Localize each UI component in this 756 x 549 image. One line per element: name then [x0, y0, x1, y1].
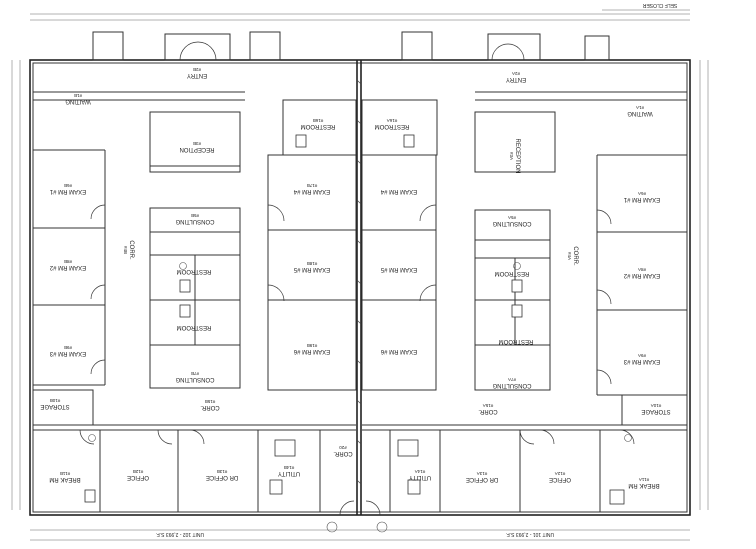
room-waiting-l: WAITING	[65, 98, 91, 104]
room-office-l: OFFICE	[127, 474, 149, 480]
unit-101-label: UNIT 101 - 2,993 S.F.	[506, 531, 554, 537]
room-restroom1-r: RESTROOM	[495, 270, 530, 276]
svg-text:#15B: #15B	[205, 399, 216, 404]
self-closer-note: SELF CLOSER	[642, 2, 677, 8]
room-consulting2-l: CONSULTING	[175, 376, 214, 382]
svg-text:#13B: #13B	[217, 469, 228, 474]
svg-text:#19B: #19B	[307, 343, 318, 348]
room-utility-l: UTILITY	[278, 470, 300, 476]
svg-text:#1B: #1B	[74, 93, 82, 98]
corridor2-r: CORR.	[478, 408, 498, 414]
svg-text:#5B: #5B	[191, 213, 199, 218]
svg-text:#2A: #2A	[512, 71, 520, 76]
svg-text:#16A: #16A	[387, 118, 398, 123]
room-reception-r: RECEPTION	[514, 138, 520, 173]
svg-text:#9A: #9A	[638, 353, 646, 358]
room-exam2-l: EXAM RM #2	[49, 264, 86, 270]
svg-text:#17B: #17B	[307, 183, 318, 188]
room-utility-r: UTILITY	[409, 474, 431, 480]
svg-text:#20: #20	[339, 445, 347, 450]
room-storage-l: STORAGE	[40, 403, 69, 409]
corridor-center: CORR.	[333, 450, 353, 456]
room-reception-l: RECEPTION	[179, 146, 214, 152]
room-exam3-r: EXAM RM #3	[623, 358, 660, 364]
room-exam6-r-mirror: EXAM RM #6	[380, 348, 417, 354]
room-droffice-r: DR OFFICE	[466, 476, 498, 482]
room-entry-r: ENTRY	[506, 76, 526, 82]
svg-text:#11B: #11B	[60, 471, 70, 476]
corridor1-l: CORR.	[128, 240, 134, 260]
svg-text:#5A: #5A	[508, 215, 516, 220]
svg-text:#10A: #10A	[651, 403, 662, 408]
room-storage-r: STORAGE	[641, 408, 670, 414]
room-restroom1-l: RESTROOM	[177, 268, 212, 274]
room-restroom2-r: RESTROOM	[499, 338, 534, 344]
svg-text:#4B: #4B	[123, 246, 128, 254]
svg-text:#13A: #13A	[477, 471, 488, 476]
room-exam5-r-mirror: EXAM RM #5	[380, 266, 417, 272]
svg-text:#12B: #12B	[133, 469, 144, 474]
right-unit-labels: WAITING #1A ENTRY #2A RECEPTION #3A EXAM…	[375, 71, 671, 488]
corridor1-r: CORR.	[572, 246, 578, 266]
room-restroom3-l: RESTROOM	[301, 123, 336, 129]
svg-text:#6B: #6B	[64, 183, 72, 188]
room-restroom2-l: RESTROOM	[177, 324, 212, 330]
svg-text:#16B: #16B	[313, 118, 324, 123]
svg-text:#11A: #11A	[639, 477, 649, 482]
room-exam6-l: EXAM RM #6	[293, 348, 330, 354]
unit-102-label: UNIT 102 - 2,993 S.F.	[156, 531, 204, 537]
room-consulting1-r: CONSULTING	[492, 220, 531, 226]
left-unit-labels: WAITING #1B ENTRY #2B RECEPTION #3B EXAM…	[40, 67, 335, 482]
room-exam1-l: EXAM RM #1	[49, 188, 86, 194]
svg-text:#14B: #14B	[284, 465, 295, 470]
room-consulting1-l: CONSULTING	[175, 218, 214, 224]
svg-text:#4A: #4A	[567, 252, 572, 260]
room-exam5-l: EXAM RM #5	[293, 266, 330, 272]
svg-text:#7A: #7A	[508, 377, 516, 382]
svg-text:#8B: #8B	[64, 259, 72, 264]
room-entry-l: ENTRY	[187, 72, 207, 78]
svg-text:#8A: #8A	[638, 267, 646, 272]
svg-text:#3A: #3A	[509, 152, 514, 160]
svg-text:#12A: #12A	[555, 471, 566, 476]
svg-text:#1A: #1A	[636, 105, 644, 110]
svg-text:#2B: #2B	[193, 67, 201, 72]
room-consulting2-r: CONSULTING	[492, 382, 531, 388]
room-breakrm-r: BREAK RM	[628, 482, 659, 488]
svg-text:#6A: #6A	[638, 191, 646, 196]
room-office-r: OFFICE	[549, 476, 571, 482]
svg-text:#15A: #15A	[483, 403, 494, 408]
room-exam4-r-mirror: EXAM RM #4	[380, 188, 417, 194]
svg-text:#7B: #7B	[191, 371, 199, 376]
svg-text:#3B: #3B	[193, 141, 201, 146]
room-droffice-l: DR OFFICE	[206, 474, 238, 480]
room-exam3-l: EXAM RM #3	[49, 350, 86, 356]
room-breakrm-l: BREAK RM	[49, 476, 80, 482]
room-waiting-r: WAITING	[627, 110, 653, 116]
svg-text:#10B: #10B	[50, 398, 61, 403]
room-exam2-r: EXAM RM #2	[623, 272, 660, 278]
room-exam1-r: EXAM RM #1	[623, 196, 660, 202]
room-restroom3-r: RESTROOM	[375, 123, 410, 129]
corridor2-l: CORR.	[200, 404, 220, 410]
svg-text:#14A: #14A	[415, 469, 426, 474]
svg-text:#18B: #18B	[307, 261, 318, 266]
svg-text:#9B: #9B	[64, 345, 72, 350]
room-exam4-l: EXAM RM #4	[293, 188, 330, 194]
